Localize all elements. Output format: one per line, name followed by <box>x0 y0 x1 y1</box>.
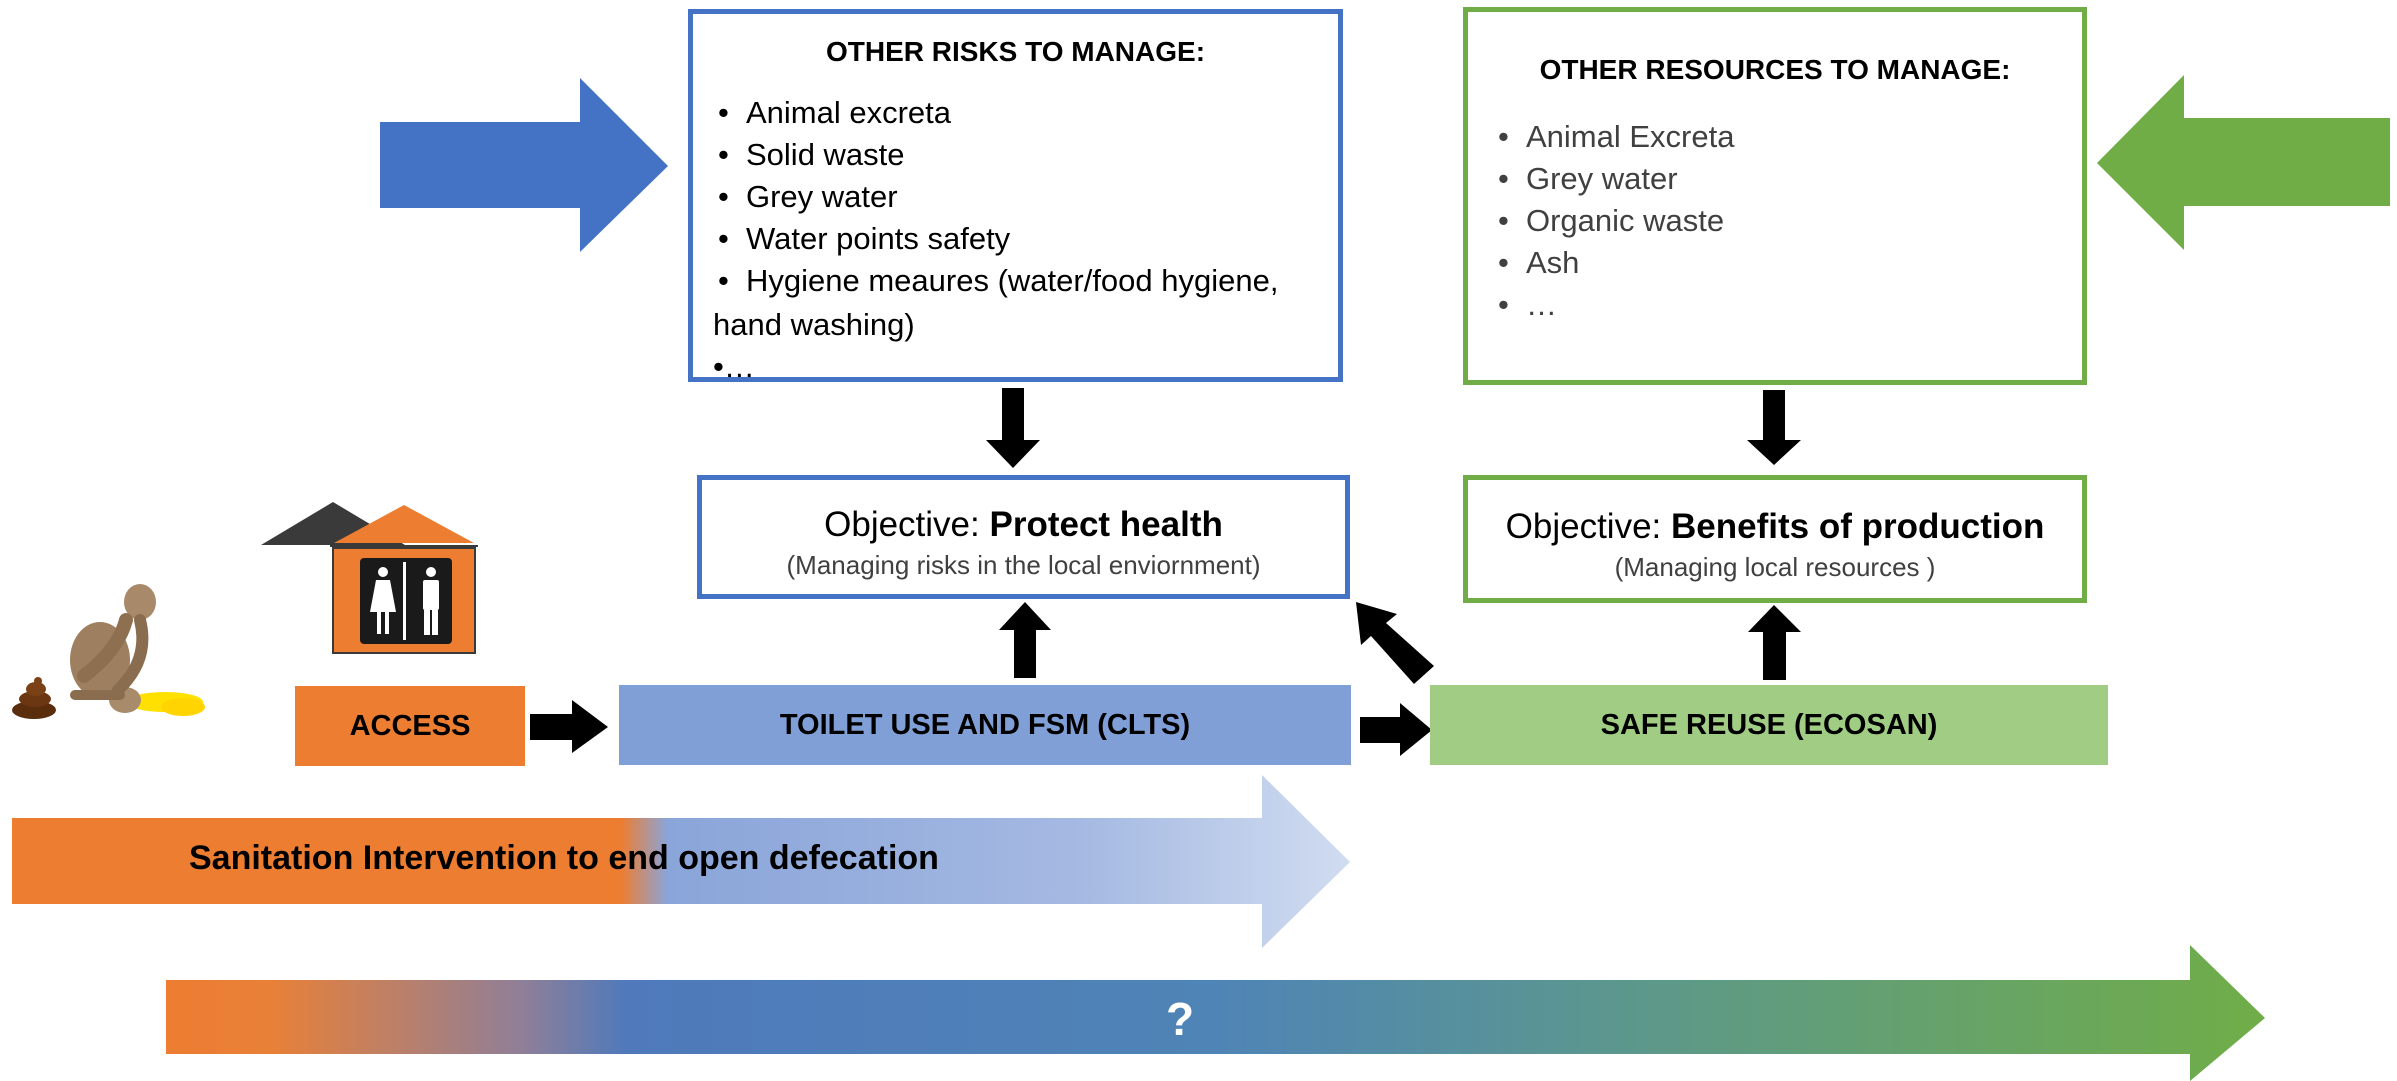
objective-production-heading: Objective: Benefits of production <box>1468 504 2082 550</box>
intervention-arrow <box>12 775 1350 948</box>
stage-safe-reuse: SAFE REUSE (ECOSAN) <box>1430 685 2108 765</box>
risks-input-arrow <box>380 78 668 252</box>
stage-access: ACCESS <box>295 686 525 766</box>
list-item-continuation: hand washing) <box>713 307 915 342</box>
risks-to-objective-arrow <box>986 388 1040 468</box>
list-item: Grey water <box>710 176 1330 218</box>
objective-prefix: Objective: <box>1505 507 1672 546</box>
objective-emphasis: Protect health <box>989 505 1223 544</box>
list-item: … <box>1490 284 2070 326</box>
resources-to-objective-arrow <box>1747 390 1801 465</box>
toilet-house-icon <box>261 502 478 654</box>
other-risks-box: OTHER RISKS TO MANAGE: Animal excreta So… <box>688 9 1343 384</box>
future-arrow <box>166 945 2265 1081</box>
objective-health-subtitle: (Managing risks in the local enviornment… <box>786 550 1261 580</box>
objective-emphasis: Benefits of production <box>1671 507 2045 546</box>
list-item: Animal Excreta <box>1490 116 2070 158</box>
other-resources-list: Animal Excreta Grey water Organic waste … <box>1490 116 2070 326</box>
list-item: Hygiene meaures (water/food hygiene, <box>710 260 1330 302</box>
objective-health-heading: Objective: Protect health <box>702 502 1345 548</box>
reuse-to-health-arrow <box>1356 602 1434 684</box>
toilet-to-health-arrow <box>999 602 1051 678</box>
excrement-icon <box>12 677 56 719</box>
list-item-ellipsis: •… <box>713 349 755 384</box>
toilet-to-reuse-arrow <box>1360 703 1432 756</box>
objective-production-subtitle: (Managing local resources ) <box>1614 552 1936 582</box>
other-resources-title: OTHER RESOURCES TO MANAGE: <box>1539 54 2011 85</box>
list-item: Solid waste <box>710 134 1330 176</box>
list-item: Water points safety <box>710 218 1330 260</box>
other-risks-title: OTHER RISKS TO MANAGE: <box>825 36 1206 67</box>
access-to-toilet-arrow <box>530 700 608 753</box>
list-item: Grey water <box>1490 158 2070 200</box>
open-defecation-figure-icon <box>70 584 205 716</box>
list-item: Ash <box>1490 242 2070 284</box>
objective-benefits-production-box: Objective: Benefits of production (Manag… <box>1463 475 2087 603</box>
list-item: Organic waste <box>1490 200 2070 242</box>
objective-protect-health-box: Objective: Protect health (Managing risk… <box>697 475 1350 599</box>
reuse-to-production-arrow <box>1748 605 1801 680</box>
stage-toilet-use-fsm: TOILET USE AND FSM (CLTS) <box>619 685 1351 765</box>
other-risks-list: Animal excreta Solid waste Grey water Wa… <box>710 92 1330 302</box>
resources-input-arrow <box>2097 75 2390 250</box>
objective-prefix: Objective: <box>824 505 990 544</box>
other-resources-box: OTHER RESOURCES TO MANAGE: Animal Excret… <box>1463 7 2087 385</box>
list-item: Animal excreta <box>710 92 1330 134</box>
future-question-mark: ? <box>1165 993 1195 1045</box>
intervention-label: Sanitation Intervention to end open defe… <box>189 839 939 877</box>
